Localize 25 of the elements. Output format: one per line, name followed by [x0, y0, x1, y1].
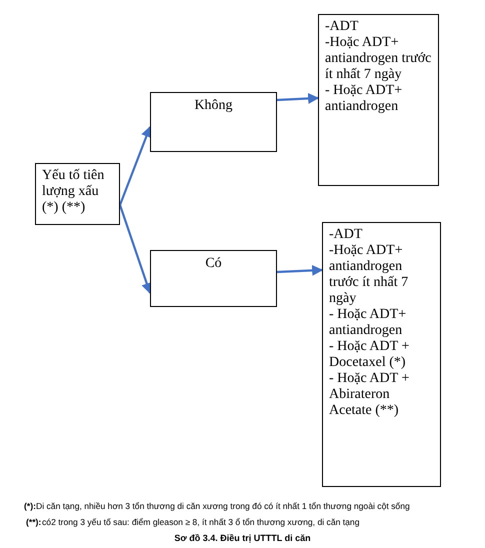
box-text: - Hoặc ADT + Docetaxel (*)	[329, 339, 410, 371]
box-text: -ADT	[325, 19, 360, 35]
footnote-mark: (**):	[26, 517, 42, 527]
caption: Sơ đồ 3.4. Điều trị UTTTL di căn	[173, 533, 312, 543]
box-text: -Hoặc ADT+ antiandrogen trước ít nhất 7 ngày	[325, 35, 432, 83]
box-text: -ADT	[329, 227, 364, 243]
box-text: Không	[193, 98, 234, 114]
arrow	[118, 126, 152, 206]
arrow	[276, 93, 320, 104]
box-text: - Hoặc ADT+ antiandrogen	[325, 83, 404, 115]
footnote: có2 trong 3 yếu tố sau: điểm gleason ≥ 8, ít nhất 3 ổ tổn thương xương, di căn tạng	[42, 517, 360, 527]
box-text: Yếu tố tiên lượng xấu (*) (**)	[42, 168, 106, 216]
footnote-mark: (*):	[24, 501, 36, 511]
treatment-box	[322, 222, 441, 487]
box-text: - Hoặc ADT+ antiandrogen	[329, 307, 408, 339]
box-text: -Hoặc ADT+ antiandrogen trước ít nhất 7 ngày	[329, 243, 410, 307]
arrow	[118, 204, 152, 294]
box-text: - Hoặc ADT + Abirateron Acetate (**)	[329, 371, 410, 419]
treatment-box	[318, 14, 439, 186]
decision-box	[150, 250, 277, 307]
box-text: Có	[204, 256, 223, 272]
footnote: Di căn tạng, nhiều hơn 3 tổn thương di căn xương trong đó có ít nhất 1 tổn thương ngoài cột sống	[36, 501, 410, 511]
factor-box	[35, 163, 120, 225]
decision-box	[150, 92, 277, 152]
arrow	[276, 264, 324, 276]
